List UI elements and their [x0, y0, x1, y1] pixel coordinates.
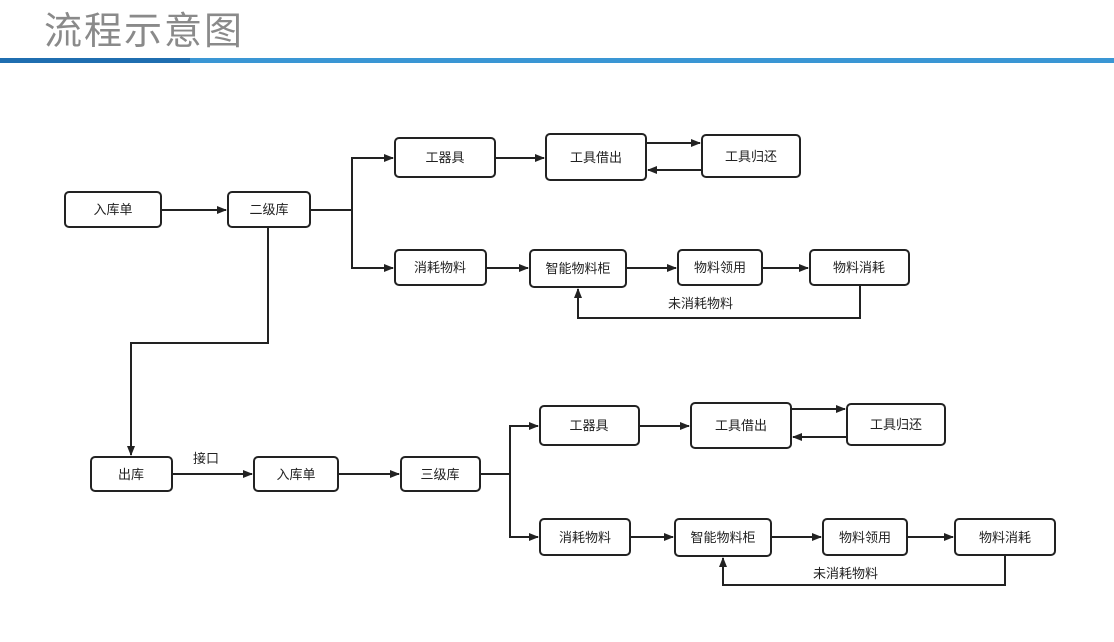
node-inbound-order-2: 入库单 — [253, 456, 339, 492]
node-smart-cabinet-2: 智能物料柜 — [674, 518, 772, 557]
node-inbound-order-1: 入库单 — [64, 191, 162, 228]
title-underline — [0, 58, 1114, 63]
node-box — [822, 518, 908, 556]
node-box — [539, 518, 631, 556]
edge-ejk-ck — [127, 228, 269, 456]
node-label: 智能物料柜 — [545, 262, 610, 277]
edge-label-unconsumed-2: 未消耗物料 — [813, 567, 878, 582]
node-smart-cabinet-1: 智能物料柜 — [529, 249, 627, 288]
edge-wlxh2-znwlg2-return — [719, 555, 1006, 586]
node-label: 物料领用 — [839, 531, 891, 546]
title-underline-bar — [190, 58, 1114, 63]
node-box — [394, 249, 487, 286]
edge-branch-xhwl2 — [509, 474, 539, 541]
node-box — [954, 518, 1056, 556]
node-label: 消耗物料 — [414, 261, 466, 276]
node-box — [545, 133, 647, 181]
node-box — [690, 402, 792, 449]
node-material-requisition-1: 物料领用 — [677, 249, 763, 286]
node-label: 物料领用 — [694, 261, 746, 276]
node-tool-return-1: 工具归还 — [701, 134, 801, 178]
node-label: 工器具 — [569, 419, 608, 434]
node-label: 工具借出 — [715, 419, 767, 434]
node-box — [539, 405, 640, 446]
node-box — [227, 191, 311, 228]
node-label: 三级库 — [420, 467, 459, 483]
node-label: 工器具 — [425, 151, 464, 166]
node-tool-lend-1: 工具借出 — [545, 133, 647, 181]
node-tool-lend-2: 工具借出 — [690, 402, 792, 449]
node-box — [701, 134, 801, 178]
node-tool-return-2: 工具归还 — [846, 403, 946, 446]
edge-wlxh1-znwlg1-return — [574, 286, 861, 319]
node-box — [253, 456, 339, 492]
node-box — [809, 249, 910, 286]
node-consumables-2: 消耗物料 — [539, 518, 631, 556]
node-material-requisition-2: 物料领用 — [822, 518, 908, 556]
node-outbound: 出库 — [90, 456, 173, 492]
node-box — [677, 249, 763, 286]
node-material-consumption-1: 物料消耗 — [809, 249, 910, 286]
node-label: 智能物料柜 — [690, 531, 755, 546]
edge-branch-gqj2 — [509, 422, 539, 474]
node-label: 工具归还 — [725, 150, 777, 165]
node-label: 入库单 — [276, 467, 315, 483]
node-material-consumption-2: 物料消耗 — [954, 518, 1056, 556]
node-consumables-1: 消耗物料 — [394, 249, 487, 286]
node-label: 出库 — [118, 467, 144, 483]
node-tertiary-warehouse: 三级库 — [400, 456, 481, 492]
edge-label-interface: 接口 — [193, 451, 219, 467]
node-label: 入库单 — [93, 202, 132, 218]
edge-branch-gqj1 — [351, 154, 394, 210]
node-box — [400, 456, 481, 492]
title-underline-accent — [0, 58, 190, 63]
edge-branch-xhwl1 — [351, 210, 394, 272]
page-title: 流程示意图 — [44, 9, 245, 53]
edge-label-unconsumed-1: 未消耗物料 — [668, 297, 733, 312]
node-label: 工具归还 — [870, 418, 922, 433]
node-tools-2: 工器具 — [539, 405, 640, 446]
node-label: 物料消耗 — [979, 531, 1031, 546]
node-label: 工具借出 — [570, 151, 622, 166]
node-label: 二级库 — [249, 202, 288, 218]
node-box — [64, 191, 162, 228]
node-box — [529, 249, 627, 288]
node-box — [674, 518, 772, 557]
node-label: 物料消耗 — [833, 261, 885, 276]
node-tools-1: 工器具 — [394, 137, 496, 178]
node-label: 消耗物料 — [559, 531, 611, 546]
node-box — [90, 456, 173, 492]
node-box — [846, 403, 946, 446]
node-secondary-warehouse: 二级库 — [227, 191, 311, 228]
node-box — [394, 137, 496, 178]
